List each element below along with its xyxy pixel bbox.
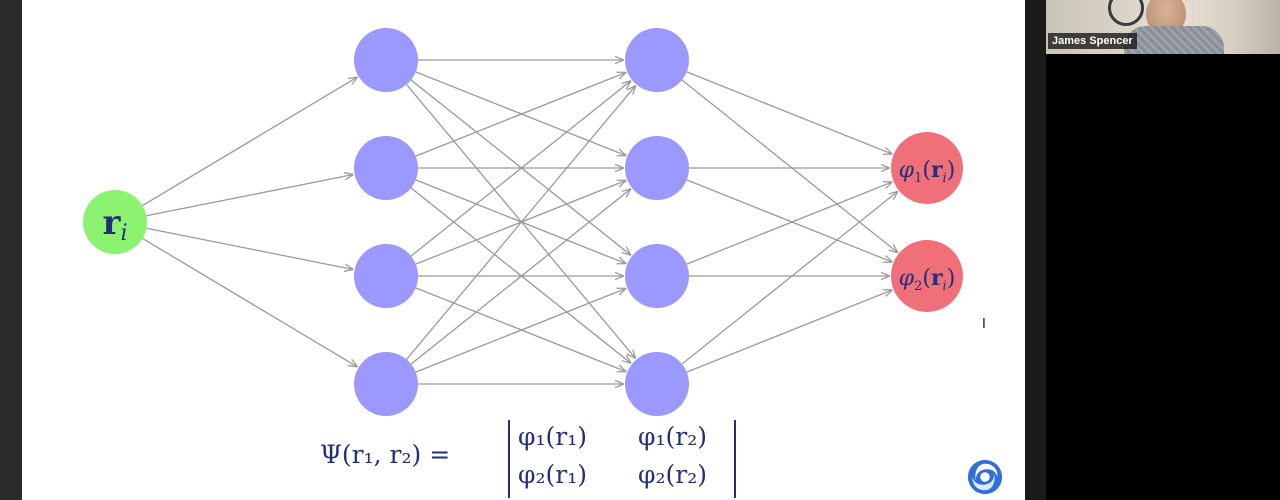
output-node-1-label: φ1(ri)	[899, 157, 956, 186]
network-edge-17	[406, 86, 636, 360]
participant-video-panel: James Spencer	[1046, 0, 1280, 500]
network-edge-21	[686, 71, 892, 154]
output-node-2-label: φ2(ri)	[899, 265, 956, 294]
formula-lhs: Ψ(r₁, r₂) =	[320, 440, 451, 469]
network-edge-9	[415, 73, 626, 157]
hidden-node-l1-3	[354, 244, 418, 308]
neural-network-diagram: ri φ1(ri) φ2(ri)	[83, 28, 963, 416]
network-edge-24	[686, 179, 892, 262]
input-node-base: r	[103, 203, 122, 243]
network-edge-28	[686, 290, 892, 373]
determinant-cell-12: φ₁(r₂)	[638, 422, 708, 451]
hidden-node-l1-4	[354, 352, 418, 416]
network-edge-11	[415, 179, 626, 264]
left-panel-edge	[0, 0, 22, 500]
network-edge-19	[415, 289, 626, 373]
network-edge-22	[681, 79, 897, 252]
network-edge-1	[142, 77, 356, 207]
participant-shirt	[1124, 26, 1224, 54]
hidden-node-l2-2	[625, 136, 689, 200]
input-node-subscript: i	[120, 221, 127, 246]
network-edge-4	[142, 237, 356, 366]
determinant-cell-21: φ₂(r₁)	[518, 460, 588, 489]
determinant-matrix: φ₁(r₁) φ₁(r₂) φ₂(r₁) φ₂(r₂)	[508, 420, 736, 498]
hidden-node-l1-1	[354, 28, 418, 92]
output-node-2	[891, 240, 963, 312]
network-edge-27	[681, 192, 897, 365]
input-node-label: ri	[103, 203, 128, 246]
hidden-node-l1-2	[354, 136, 418, 200]
output-node-1	[891, 132, 963, 204]
input-node	[83, 190, 147, 254]
hidden-node-l2-3	[625, 244, 689, 308]
hidden-node-l2-1	[625, 28, 689, 92]
hidden-node-l2-4	[625, 352, 689, 416]
gallery-gap	[1025, 0, 1046, 500]
network-edge-18	[410, 189, 630, 365]
network-edge-3	[146, 227, 352, 269]
presentation-slide: ri φ1(ri) φ2(ri) Ψ(r₁, r₂) = φ₁(r₁) φ₁(r…	[22, 0, 1025, 500]
determinant-cell-11: φ₁(r₁)	[518, 422, 588, 451]
network-edge-16	[415, 287, 626, 372]
network-nodes: ri φ1(ri) φ2(ri)	[83, 28, 963, 416]
deepmind-swirl-icon	[967, 459, 1003, 495]
network-edge-6	[415, 71, 626, 156]
participant-video-tile[interactable]: James Spencer	[1046, 0, 1280, 54]
network-edge-2	[146, 175, 352, 217]
network-edge-13	[410, 81, 630, 257]
slater-determinant-formula: Ψ(r₁, r₂) = φ₁(r₁) φ₁(r₂) φ₂(r₁) φ₂(r₂)	[320, 418, 740, 500]
text-cursor-icon: I	[982, 317, 986, 332]
background-bike-wheel	[1108, 0, 1144, 26]
determinant-cell-22: φ₂(r₂)	[638, 460, 708, 489]
network-edge-25	[686, 182, 892, 265]
participant-name-label: James Spencer	[1048, 33, 1137, 49]
network-edges	[142, 60, 897, 384]
